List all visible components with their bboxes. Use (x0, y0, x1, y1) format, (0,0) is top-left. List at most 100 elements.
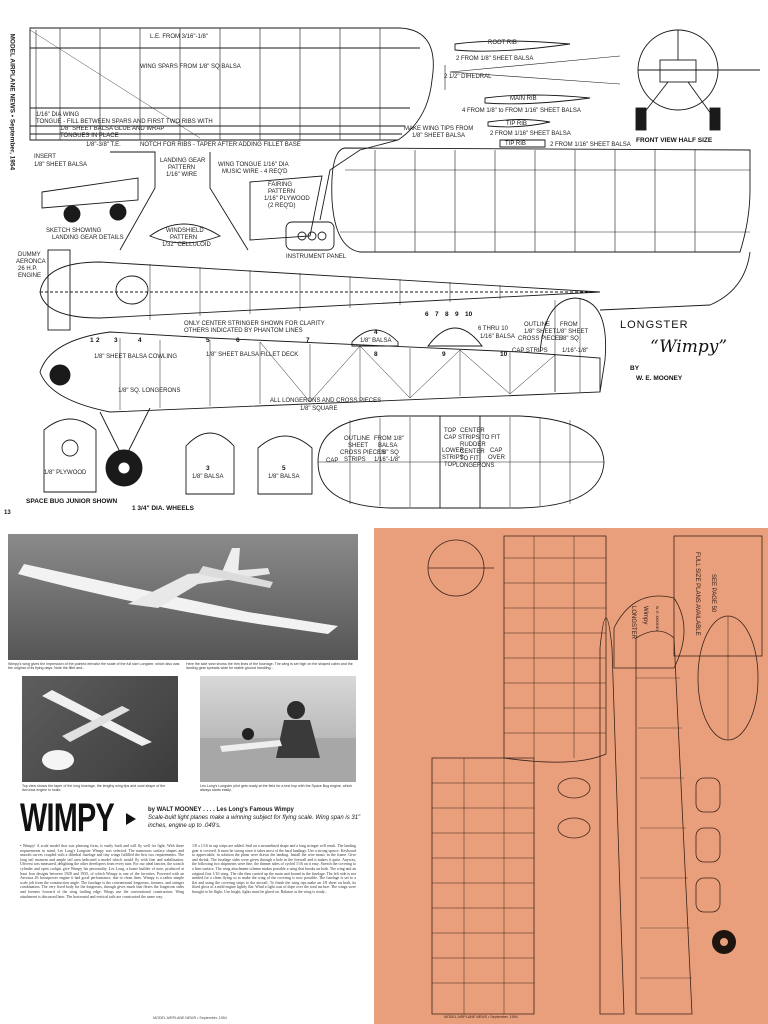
former-num-7: 7 (435, 311, 439, 318)
station-num-8: 8 (374, 351, 378, 358)
label-cap-strips: CAP STRIPS (512, 348, 548, 354)
label-insert: INSERT (34, 154, 56, 160)
label-plywood-1: 1/8" PLYWOOD (44, 470, 87, 476)
plan-title: LONGSTER (620, 319, 689, 331)
tip-rib-2 (499, 139, 546, 148)
former-4 (351, 329, 399, 347)
label-engine: ENGINE (18, 273, 41, 279)
label-lower-strips-3: TOP (444, 462, 456, 468)
article-column-right: 1/8 x 1/16 in cap strips are added. Seal… (192, 844, 356, 894)
former-num-6: 6 (425, 311, 429, 318)
label-windshield: WINDSHIELD (166, 228, 204, 234)
stab-outline (331, 147, 751, 253)
label-hp: 26 H.P. (18, 266, 38, 272)
fuselage-side-truss (119, 338, 556, 410)
rudder-side (539, 297, 607, 393)
label-wing-spars: WING SPARS FROM 1/8" SQ BALSA (140, 64, 241, 70)
orange-script: Wimpy (642, 606, 648, 624)
label-cap-over-2: OVER (488, 455, 506, 461)
label-cap-over: CAP (490, 448, 502, 454)
label-wing-tips: MAKE WING TIPS FROM (404, 126, 473, 132)
byline-author: by WALT MOONEY (148, 807, 202, 813)
former-5 (257, 435, 313, 495)
plan-labels: L.E. FROM 3/16"-1/8" WING SPARS FROM 1/8… (16, 34, 727, 512)
label-tip-rib-from: 2 FROM 1/16" SHEET BALSA (490, 131, 571, 137)
label-root-rib-from: 2 FROM 1/8" SHEET BALSA (456, 56, 533, 62)
station-num-1: 1 (90, 337, 94, 344)
label-tongue-3: 1/8" SHEET BALSA GLUE AND WRAP (60, 126, 164, 132)
station-num-7: 7 (306, 337, 310, 344)
orange-wing-lower (431, 757, 535, 1015)
orange-footer: MODEL AIRPLANE NEWS • September, 1954 (444, 1015, 518, 1019)
fuselage-top-view (39, 261, 601, 319)
label-center-strips-2: STRIPS TO FIT (458, 435, 500, 441)
label-tail-strips: STRIPS (344, 457, 366, 463)
label-top-cap: TOP (444, 428, 456, 434)
label-tail-cross: CROSS PIECES (340, 450, 385, 456)
label-fairing-4: (2 REQ'D) (268, 203, 295, 209)
wing-fillet (319, 139, 399, 221)
label-insert-from: 1/8" SHEET BALSA (34, 162, 87, 168)
article-headline: WIMPY (20, 796, 115, 840)
label-formers-6-10: 6 THRU 10 (478, 326, 509, 332)
label-longerons-2: 1/8" SQUARE (300, 406, 337, 412)
station-num-9: 9 (442, 351, 446, 358)
orange-plans-note: FULL SIZE PLANS AVAILABLE (694, 552, 700, 636)
label-tail-cap: CAP (326, 458, 338, 464)
engine-side (49, 364, 71, 386)
plan-sheet: MODEL AIRPLANE NEWS • September, 1954 13 (4, 27, 760, 516)
plan-by: BY (630, 365, 640, 372)
label-lower-strips: LOWER (442, 448, 465, 454)
sketch-gear (41, 177, 139, 209)
label-center-strips-5: TO FIT (460, 456, 479, 462)
orange-author: W. E. MOONEY (655, 606, 659, 632)
label-root-rib: ROOT RIB (488, 40, 517, 46)
front-wheel-right (709, 107, 721, 131)
orange-note-box (673, 535, 763, 657)
instrument-panel (285, 221, 335, 251)
orange-fuselage-side (635, 630, 693, 1015)
article-footer: MODEL AIRPLANE NEWS • September, 1954 (153, 1016, 227, 1020)
tip-rib (487, 119, 551, 128)
fuselage-top-formers (149, 264, 501, 320)
label-space-bug: SPACE BUG JUNIOR SHOWN (26, 498, 118, 505)
front-view-fuselage (659, 59, 697, 83)
label-center-strips-4: CENTER (460, 449, 485, 455)
label-stab-outline: OUTLINE (524, 322, 550, 328)
landing-gear-pattern (110, 151, 249, 251)
article-byline: by WALT MOONEY . . . . Les Long's Famous… (148, 806, 363, 830)
caption-top-left: Wimpy's wing gives the impression of the… (8, 662, 180, 671)
label-notch: NOTCH FOR RIBS - TAPER AFTER ADDING FILL… (140, 142, 301, 148)
front-wheel-left (635, 107, 647, 131)
label-sketch: SKETCH SHOWING (46, 228, 102, 234)
headline-arrow-icon (126, 813, 136, 825)
label-top-cap-2: CAP (444, 435, 456, 441)
label-fairing-3: 1/16" PLYWOOD (264, 196, 310, 202)
plan-author: W. E. MOONEY (636, 375, 683, 382)
photo-pilot-with-model (200, 676, 356, 782)
former-3 (185, 432, 235, 495)
article-page: Wimpy's wing gives the impression of the… (0, 528, 372, 1024)
label-landing-gear: LANDING GEAR (160, 158, 206, 164)
photo-model-top-view (22, 676, 178, 782)
label-tip-rib-2: TIP RIB (505, 141, 526, 147)
label-stab-outline-2: 1/8" SHEET (524, 329, 556, 335)
label-dihedral: 2 1/2" DIHEDRAL (444, 74, 492, 80)
label-landing-gear-2: PATTERN (168, 165, 195, 171)
label-cowling: 1/8" SHEET BALSA COWLING (94, 354, 177, 360)
label-tip-rib: TIP RIB (506, 121, 527, 127)
station-num-5: 5 (206, 337, 210, 344)
label-cap-strips-size: 1/16"-1/8" (562, 348, 588, 354)
label-former-3-num: 3 (206, 465, 210, 472)
label-center-strips-6: LONGERONS (456, 463, 494, 469)
label-stab-outline-3: CROSS PIECES (518, 336, 563, 342)
label-instrument-panel: INSTRUMENT PANEL (286, 254, 347, 260)
former-num-10: 10 (465, 311, 473, 318)
stab-ribs (340, 150, 750, 252)
label-stringer-note-2: OTHERS INDICATED BY PHANTOM LINES (184, 328, 303, 334)
orange-wing-upper (503, 535, 607, 763)
label-from-sq: FROM (560, 322, 578, 328)
station-num-10: 10 (500, 351, 508, 358)
label-sq-longerons: 1/8" SQ. LONGERONS (118, 388, 180, 394)
label-windshield-2: PATTERN (170, 235, 197, 241)
